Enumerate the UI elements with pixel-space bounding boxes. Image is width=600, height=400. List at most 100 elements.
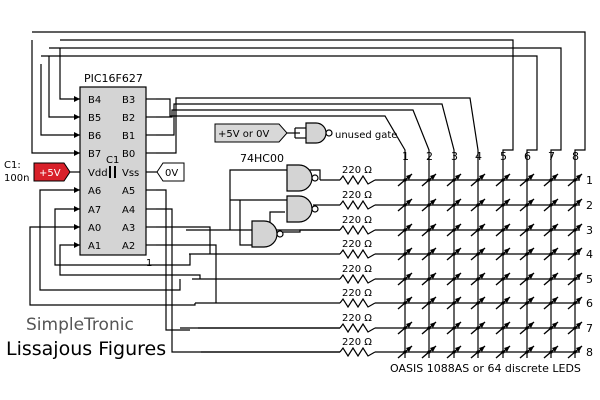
nand-bubble-2 bbox=[311, 205, 319, 213]
led-junction bbox=[549, 326, 553, 330]
supply-selector-tag bbox=[214, 123, 288, 143]
led-arrow bbox=[552, 248, 558, 254]
pin-right-b0: B0 bbox=[122, 149, 135, 160]
led-junction bbox=[403, 350, 407, 354]
led-arrow bbox=[430, 248, 436, 254]
resistor-2 bbox=[339, 199, 376, 211]
nand-gate-2 bbox=[286, 195, 313, 223]
led-arrow bbox=[576, 174, 582, 180]
led-junction bbox=[573, 228, 577, 232]
led-junction bbox=[427, 178, 431, 182]
pic-a3-wire bbox=[156, 226, 211, 254]
resistor-label-8: 220 Ω bbox=[342, 337, 372, 348]
nand-gate-1 bbox=[286, 164, 313, 192]
led-arrow bbox=[406, 199, 412, 205]
pin-right-b2: B2 bbox=[122, 113, 135, 124]
led-arrow bbox=[504, 273, 510, 279]
led-junction bbox=[525, 350, 529, 354]
pic-a6-wire bbox=[39, 189, 181, 291]
led-junction bbox=[403, 301, 407, 305]
led-junction bbox=[525, 228, 529, 232]
column-label-8: 8 bbox=[572, 150, 579, 163]
led-junction bbox=[549, 252, 553, 256]
row-label-1: 1 bbox=[586, 174, 593, 187]
led-junction bbox=[549, 350, 553, 354]
pin-right-a4: A4 bbox=[122, 205, 135, 216]
pic-to-column-wire bbox=[48, 56, 72, 118]
led-arrow bbox=[552, 199, 558, 205]
led-junction bbox=[573, 252, 577, 256]
led-arrow bbox=[430, 273, 436, 279]
resistor-3 bbox=[339, 224, 376, 236]
pin-left-a6: A6 bbox=[88, 186, 101, 197]
led-arrow bbox=[552, 346, 558, 352]
led-junction bbox=[525, 178, 529, 182]
led-junction bbox=[452, 350, 456, 354]
led-arrow bbox=[455, 346, 461, 352]
pin-arrow-left bbox=[74, 132, 80, 138]
led-arrow bbox=[455, 224, 461, 230]
pin-arrow-left bbox=[74, 224, 80, 230]
pin-arrow-left bbox=[74, 242, 80, 248]
led-arrow bbox=[455, 297, 461, 303]
led-arrow bbox=[504, 297, 510, 303]
led-junction bbox=[476, 326, 480, 330]
led-junction bbox=[501, 326, 505, 330]
gate-wire-c bbox=[239, 200, 252, 246]
column-label-1: 1 bbox=[402, 150, 409, 163]
pic-a5-wire bbox=[156, 189, 190, 331]
led-arrow bbox=[504, 346, 510, 352]
led-junction bbox=[403, 228, 407, 232]
pin-left-b5: B5 bbox=[88, 113, 101, 124]
led-arrow bbox=[576, 199, 582, 205]
led-arrow bbox=[504, 224, 510, 230]
pin-right-b1: B1 bbox=[122, 131, 135, 142]
led-arrow bbox=[455, 322, 461, 328]
resistor-1 bbox=[339, 174, 376, 186]
led-arrow bbox=[406, 322, 412, 328]
led-arrow bbox=[479, 248, 485, 254]
resistor-label-7: 220 Ω bbox=[342, 313, 372, 324]
led-junction bbox=[476, 252, 480, 256]
row-label-5: 5 bbox=[586, 273, 593, 286]
led-junction bbox=[403, 326, 407, 330]
led-arrow bbox=[528, 199, 534, 205]
led-arrow bbox=[455, 199, 461, 205]
led-arrow bbox=[479, 199, 485, 205]
led-arrow bbox=[576, 297, 582, 303]
led-junction bbox=[525, 277, 529, 281]
resistor-5 bbox=[339, 273, 376, 285]
capacitor-label: C1 bbox=[106, 155, 119, 166]
led-matrix bbox=[397, 173, 583, 359]
led-arrow bbox=[479, 174, 485, 180]
led-junction bbox=[549, 228, 553, 232]
led-arrow bbox=[430, 322, 436, 328]
led-arrow bbox=[430, 199, 436, 205]
led-junction bbox=[476, 277, 480, 281]
zero-volt-tag bbox=[156, 162, 185, 182]
led-junction bbox=[549, 277, 553, 281]
plus5v-tag bbox=[33, 162, 71, 182]
pin-arrow-left bbox=[74, 187, 80, 193]
column-label-6: 6 bbox=[524, 150, 531, 163]
nand-gate-3 bbox=[251, 220, 278, 248]
pic-a2-wire bbox=[156, 244, 217, 303]
led-arrow bbox=[455, 248, 461, 254]
nand-gates bbox=[251, 164, 319, 248]
led-junction bbox=[452, 277, 456, 281]
led-arrow bbox=[406, 224, 412, 230]
row-label-6: 6 bbox=[586, 297, 593, 310]
led-junction bbox=[452, 301, 456, 305]
column-label-3: 3 bbox=[451, 150, 458, 163]
pin-left-a0: A0 bbox=[88, 223, 101, 234]
column-top-wire bbox=[49, 47, 562, 168]
pic-right-column-wire bbox=[156, 103, 455, 168]
led-junction bbox=[525, 252, 529, 256]
led-arrow bbox=[504, 174, 510, 180]
led-junction bbox=[452, 178, 456, 182]
led-arrow bbox=[528, 174, 534, 180]
led-junction bbox=[525, 203, 529, 207]
resistor-label-4: 220 Ω bbox=[342, 239, 372, 250]
